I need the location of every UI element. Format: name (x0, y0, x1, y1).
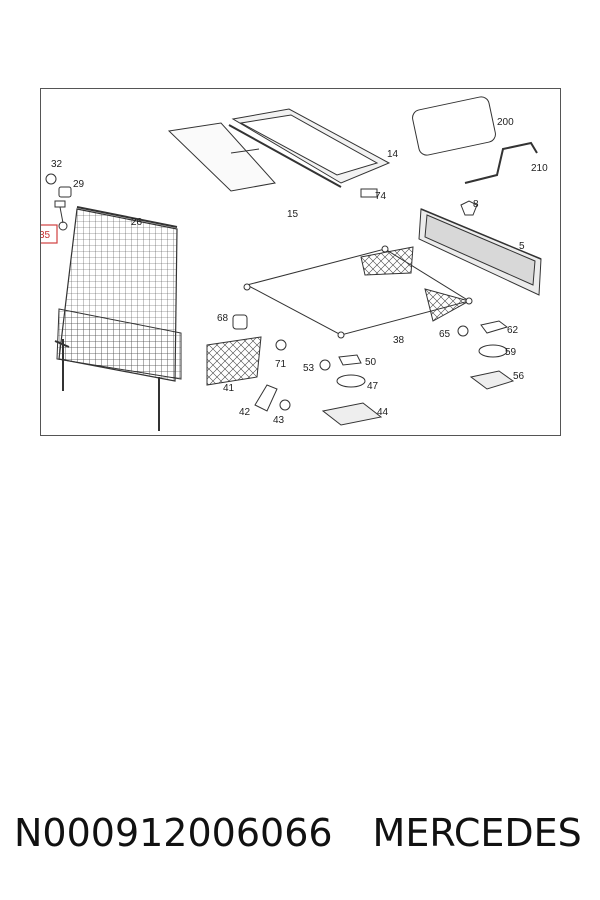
clip-part-74 (360, 188, 378, 198)
luggage-cover (167, 122, 276, 192)
part-label: 8 (473, 199, 479, 210)
part-label: 210 (531, 163, 548, 174)
part-label: 50 (365, 357, 377, 368)
trim-panel (418, 208, 542, 296)
part-label: 15 (287, 209, 299, 220)
part-label-highlighted: 35 (41, 230, 51, 241)
part-label: 65 (439, 329, 451, 340)
exploded-parts-drawing: 32 29 35 26 15 14 74 200 210 8 5 38 68 4… (41, 96, 548, 431)
part-label: 71 (275, 359, 287, 370)
part-label: 43 (273, 415, 285, 426)
part-label: 44 (377, 407, 389, 418)
part-label: 53 (303, 363, 315, 374)
clip-part-8 (460, 200, 478, 216)
bar-part-210 (464, 141, 538, 184)
storage-bag (412, 96, 496, 156)
part-label: 74 (375, 191, 387, 202)
part-label: 200 (497, 117, 514, 128)
part-label: 56 (513, 371, 525, 382)
roll-up-cover (228, 108, 391, 188)
fastener-parts-32-29-35 (45, 173, 72, 231)
part-label: 26 (131, 217, 143, 228)
part-label: 32 (51, 159, 63, 170)
cargo-barrier-net (54, 206, 182, 431)
part-label: 38 (393, 335, 405, 346)
part-number: N000912006066 (14, 811, 333, 855)
highlight-box (41, 224, 58, 244)
floor-net (243, 245, 473, 339)
part-label-group: 32 29 35 26 15 14 74 200 210 8 5 38 68 4… (41, 117, 548, 426)
part-label: 68 (217, 313, 229, 324)
brand-name: MERCEDES (372, 811, 582, 855)
part-label: 29 (73, 179, 85, 190)
parts-diagram: 32 29 35 26 15 14 74 200 210 8 5 38 68 4… (40, 88, 561, 436)
part-label: 59 (505, 347, 517, 358)
side-net (206, 336, 262, 386)
part-label: 5 (519, 241, 525, 252)
part-label: 42 (239, 407, 251, 418)
misc-small-parts (232, 314, 515, 426)
part-label: 47 (367, 381, 379, 392)
product-caption: N000912006066 MERCEDES (14, 808, 594, 858)
part-label: 62 (507, 325, 519, 336)
part-label: 14 (387, 149, 399, 160)
part-label: 41 (223, 383, 235, 394)
